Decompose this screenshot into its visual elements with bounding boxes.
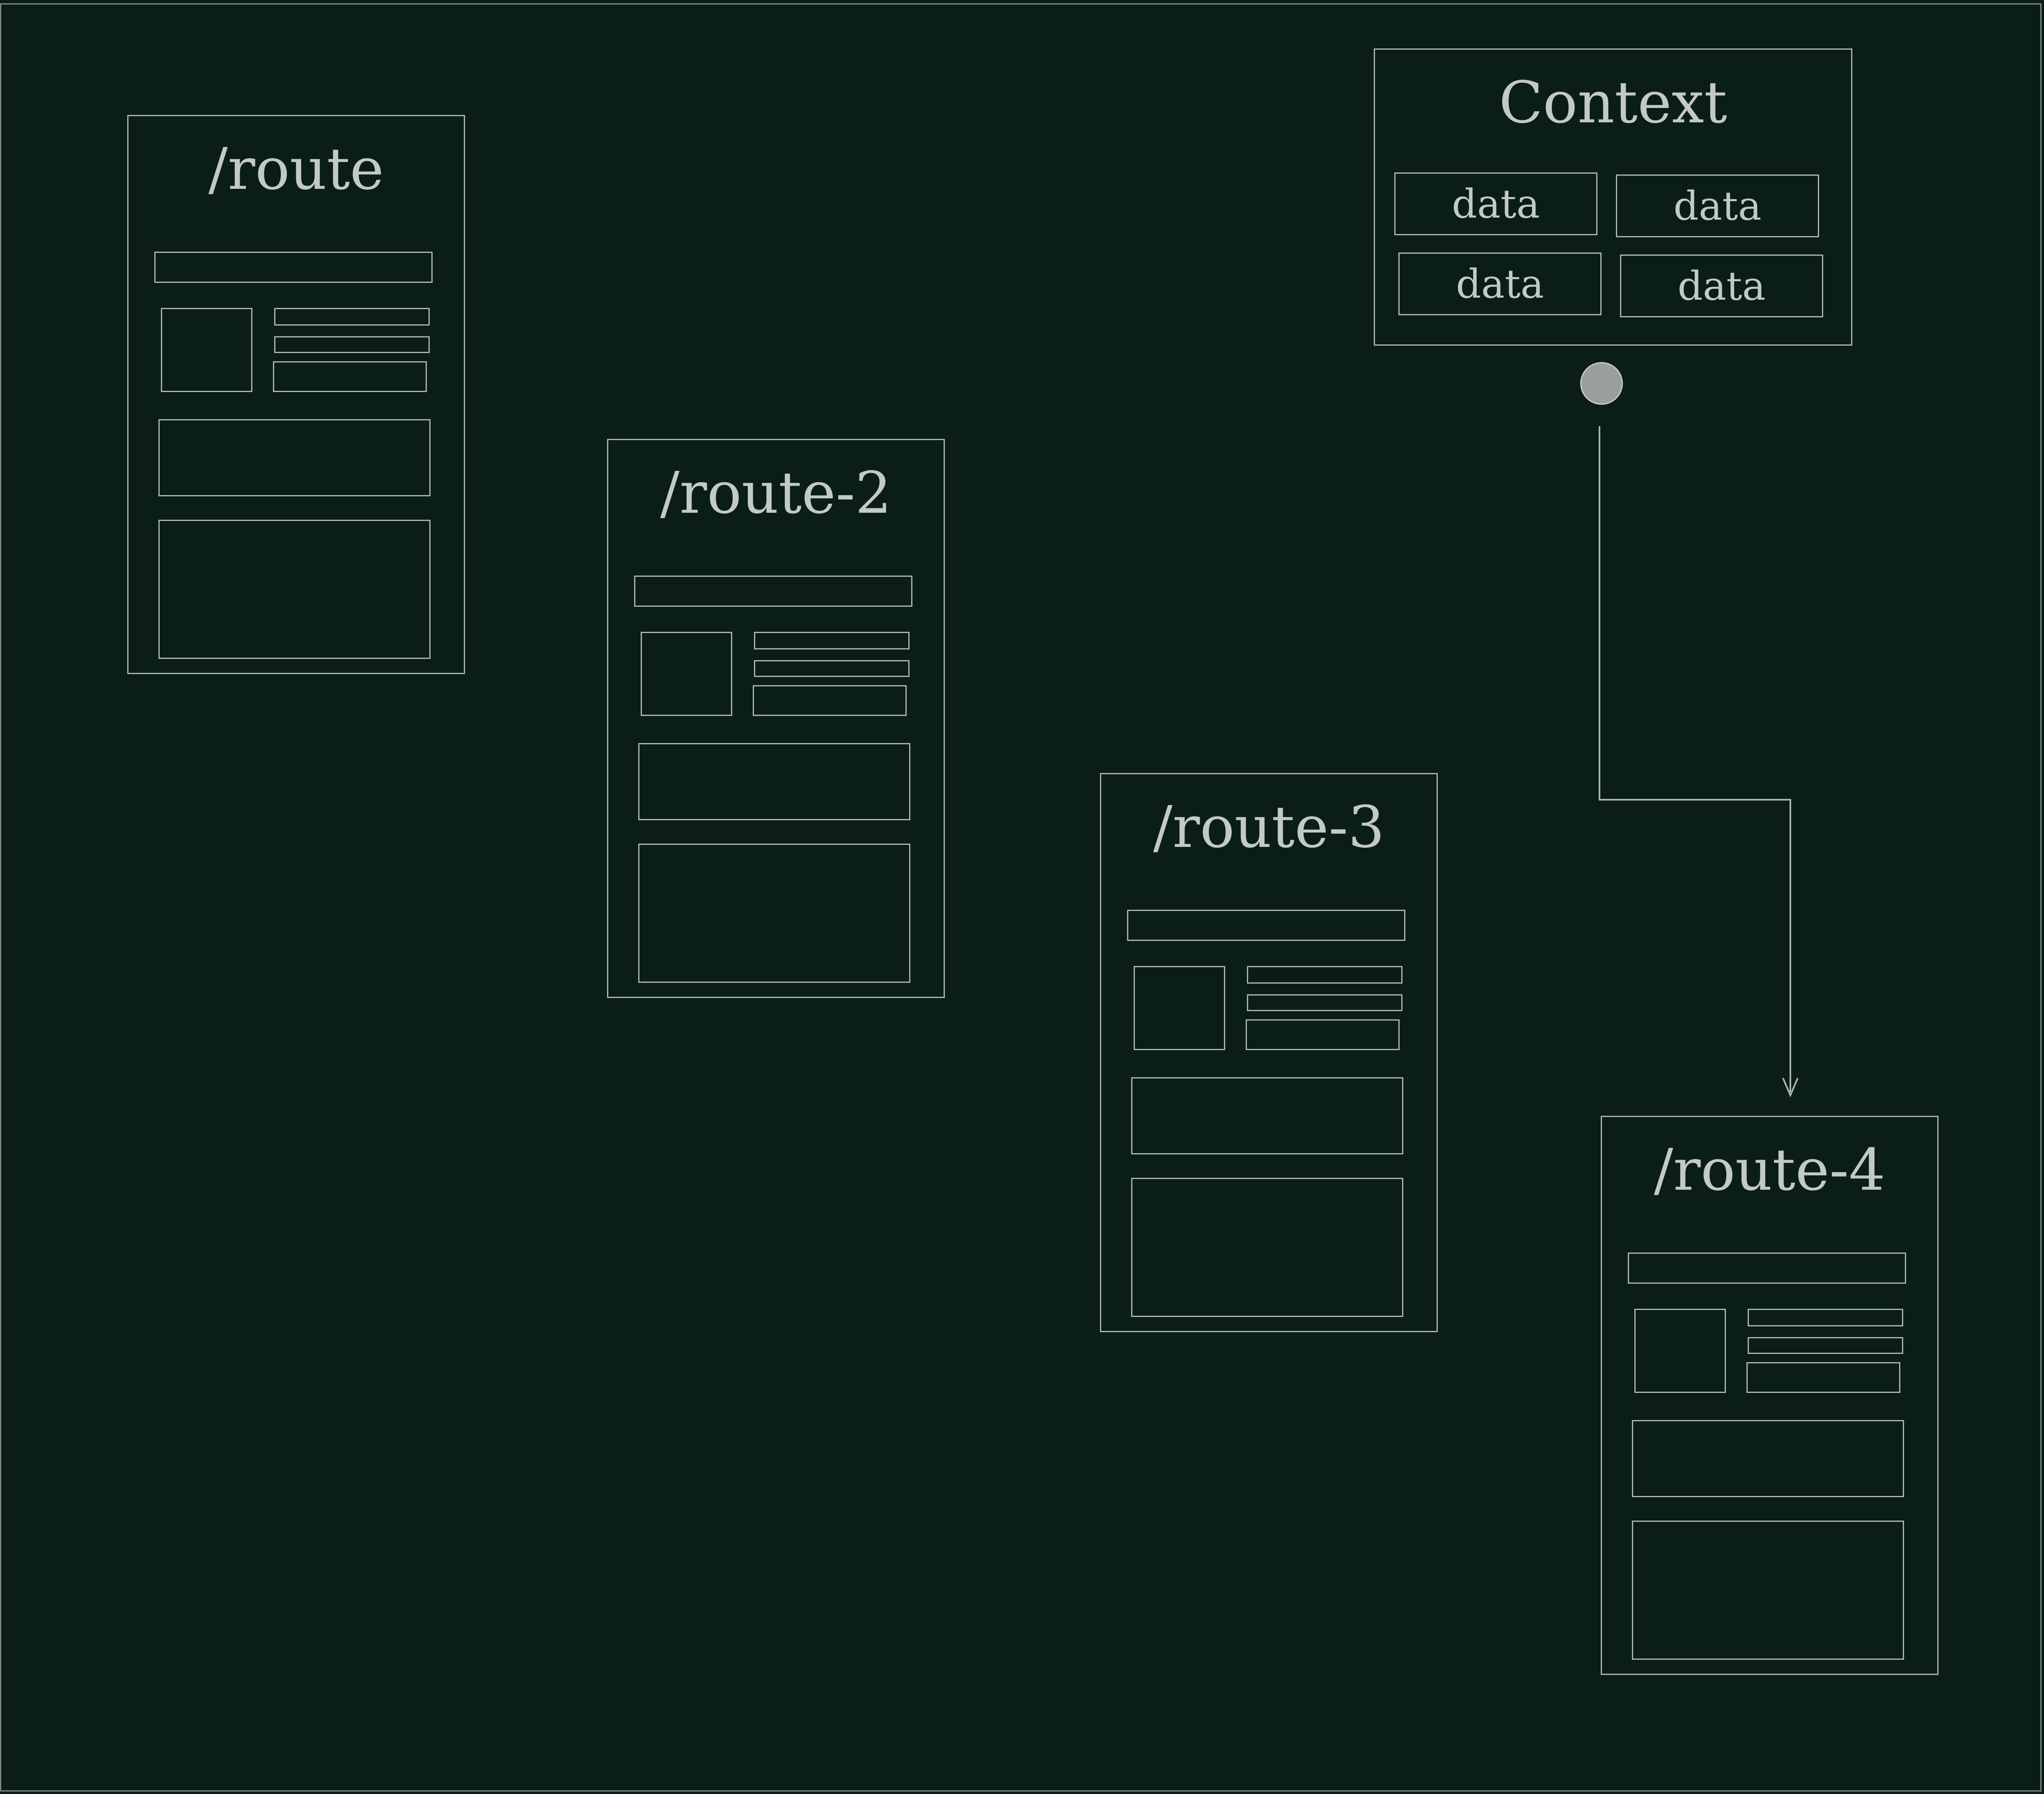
header-bar-placeholder: [1127, 910, 1405, 941]
text-line-placeholder: [274, 336, 430, 353]
text-line-placeholder: [1247, 994, 1402, 1011]
context-data-item-2: data: [1616, 174, 1819, 237]
text-block-placeholder: [753, 685, 907, 716]
text-line-placeholder: [1748, 1309, 1903, 1326]
connector-start-dot: [1580, 362, 1623, 405]
route-title: /route-2: [660, 460, 892, 527]
text-line-placeholder: [274, 308, 430, 326]
context-data-item-1: data: [1394, 172, 1597, 235]
context-title: Context: [1499, 69, 1727, 136]
data-item-label: data: [1673, 183, 1762, 229]
route-title: /route-3: [1153, 794, 1385, 861]
header-bar-placeholder: [154, 252, 433, 283]
text-line-placeholder: [1247, 966, 1402, 984]
header-bar-placeholder: [634, 576, 912, 607]
text-block-placeholder: [1746, 1362, 1900, 1393]
content-panel-placeholder: [1131, 1178, 1403, 1317]
text-line-placeholder: [754, 632, 910, 649]
content-block-placeholder: [638, 743, 910, 820]
image-placeholder: [1634, 1309, 1726, 1393]
context-data-item-4: data: [1620, 255, 1823, 317]
content-block-placeholder: [1131, 1077, 1403, 1154]
header-bar-placeholder: [1628, 1253, 1906, 1284]
connector-arrowhead: [1782, 1078, 1799, 1098]
text-line-placeholder: [1748, 1337, 1903, 1354]
context-data-item-3: data: [1398, 252, 1602, 315]
route-title: /route-4: [1654, 1137, 1886, 1204]
content-panel-placeholder: [1632, 1521, 1904, 1660]
canvas-frame: [0, 3, 2042, 1792]
image-placeholder: [641, 632, 732, 716]
connector-line: [1599, 426, 1791, 1092]
data-item-label: data: [1452, 181, 1540, 227]
context-box: Context data data data data: [1374, 48, 1852, 346]
content-panel-placeholder: [638, 844, 910, 983]
data-item-label: data: [1677, 263, 1766, 309]
route-card-2: /route-2: [607, 439, 945, 998]
text-line-placeholder: [754, 660, 910, 677]
route-card-3: /route-3: [1100, 773, 1438, 1332]
route-card-4: /route-4: [1601, 1116, 1939, 1675]
content-panel-placeholder: [158, 520, 431, 659]
text-block-placeholder: [1246, 1019, 1400, 1050]
data-item-label: data: [1456, 261, 1544, 307]
text-block-placeholder: [273, 361, 427, 392]
route-card-1: /route: [127, 115, 465, 674]
content-block-placeholder: [158, 419, 431, 496]
image-placeholder: [161, 308, 252, 392]
image-placeholder: [1134, 966, 1225, 1050]
route-title: /route: [208, 136, 384, 203]
content-block-placeholder: [1632, 1420, 1904, 1497]
